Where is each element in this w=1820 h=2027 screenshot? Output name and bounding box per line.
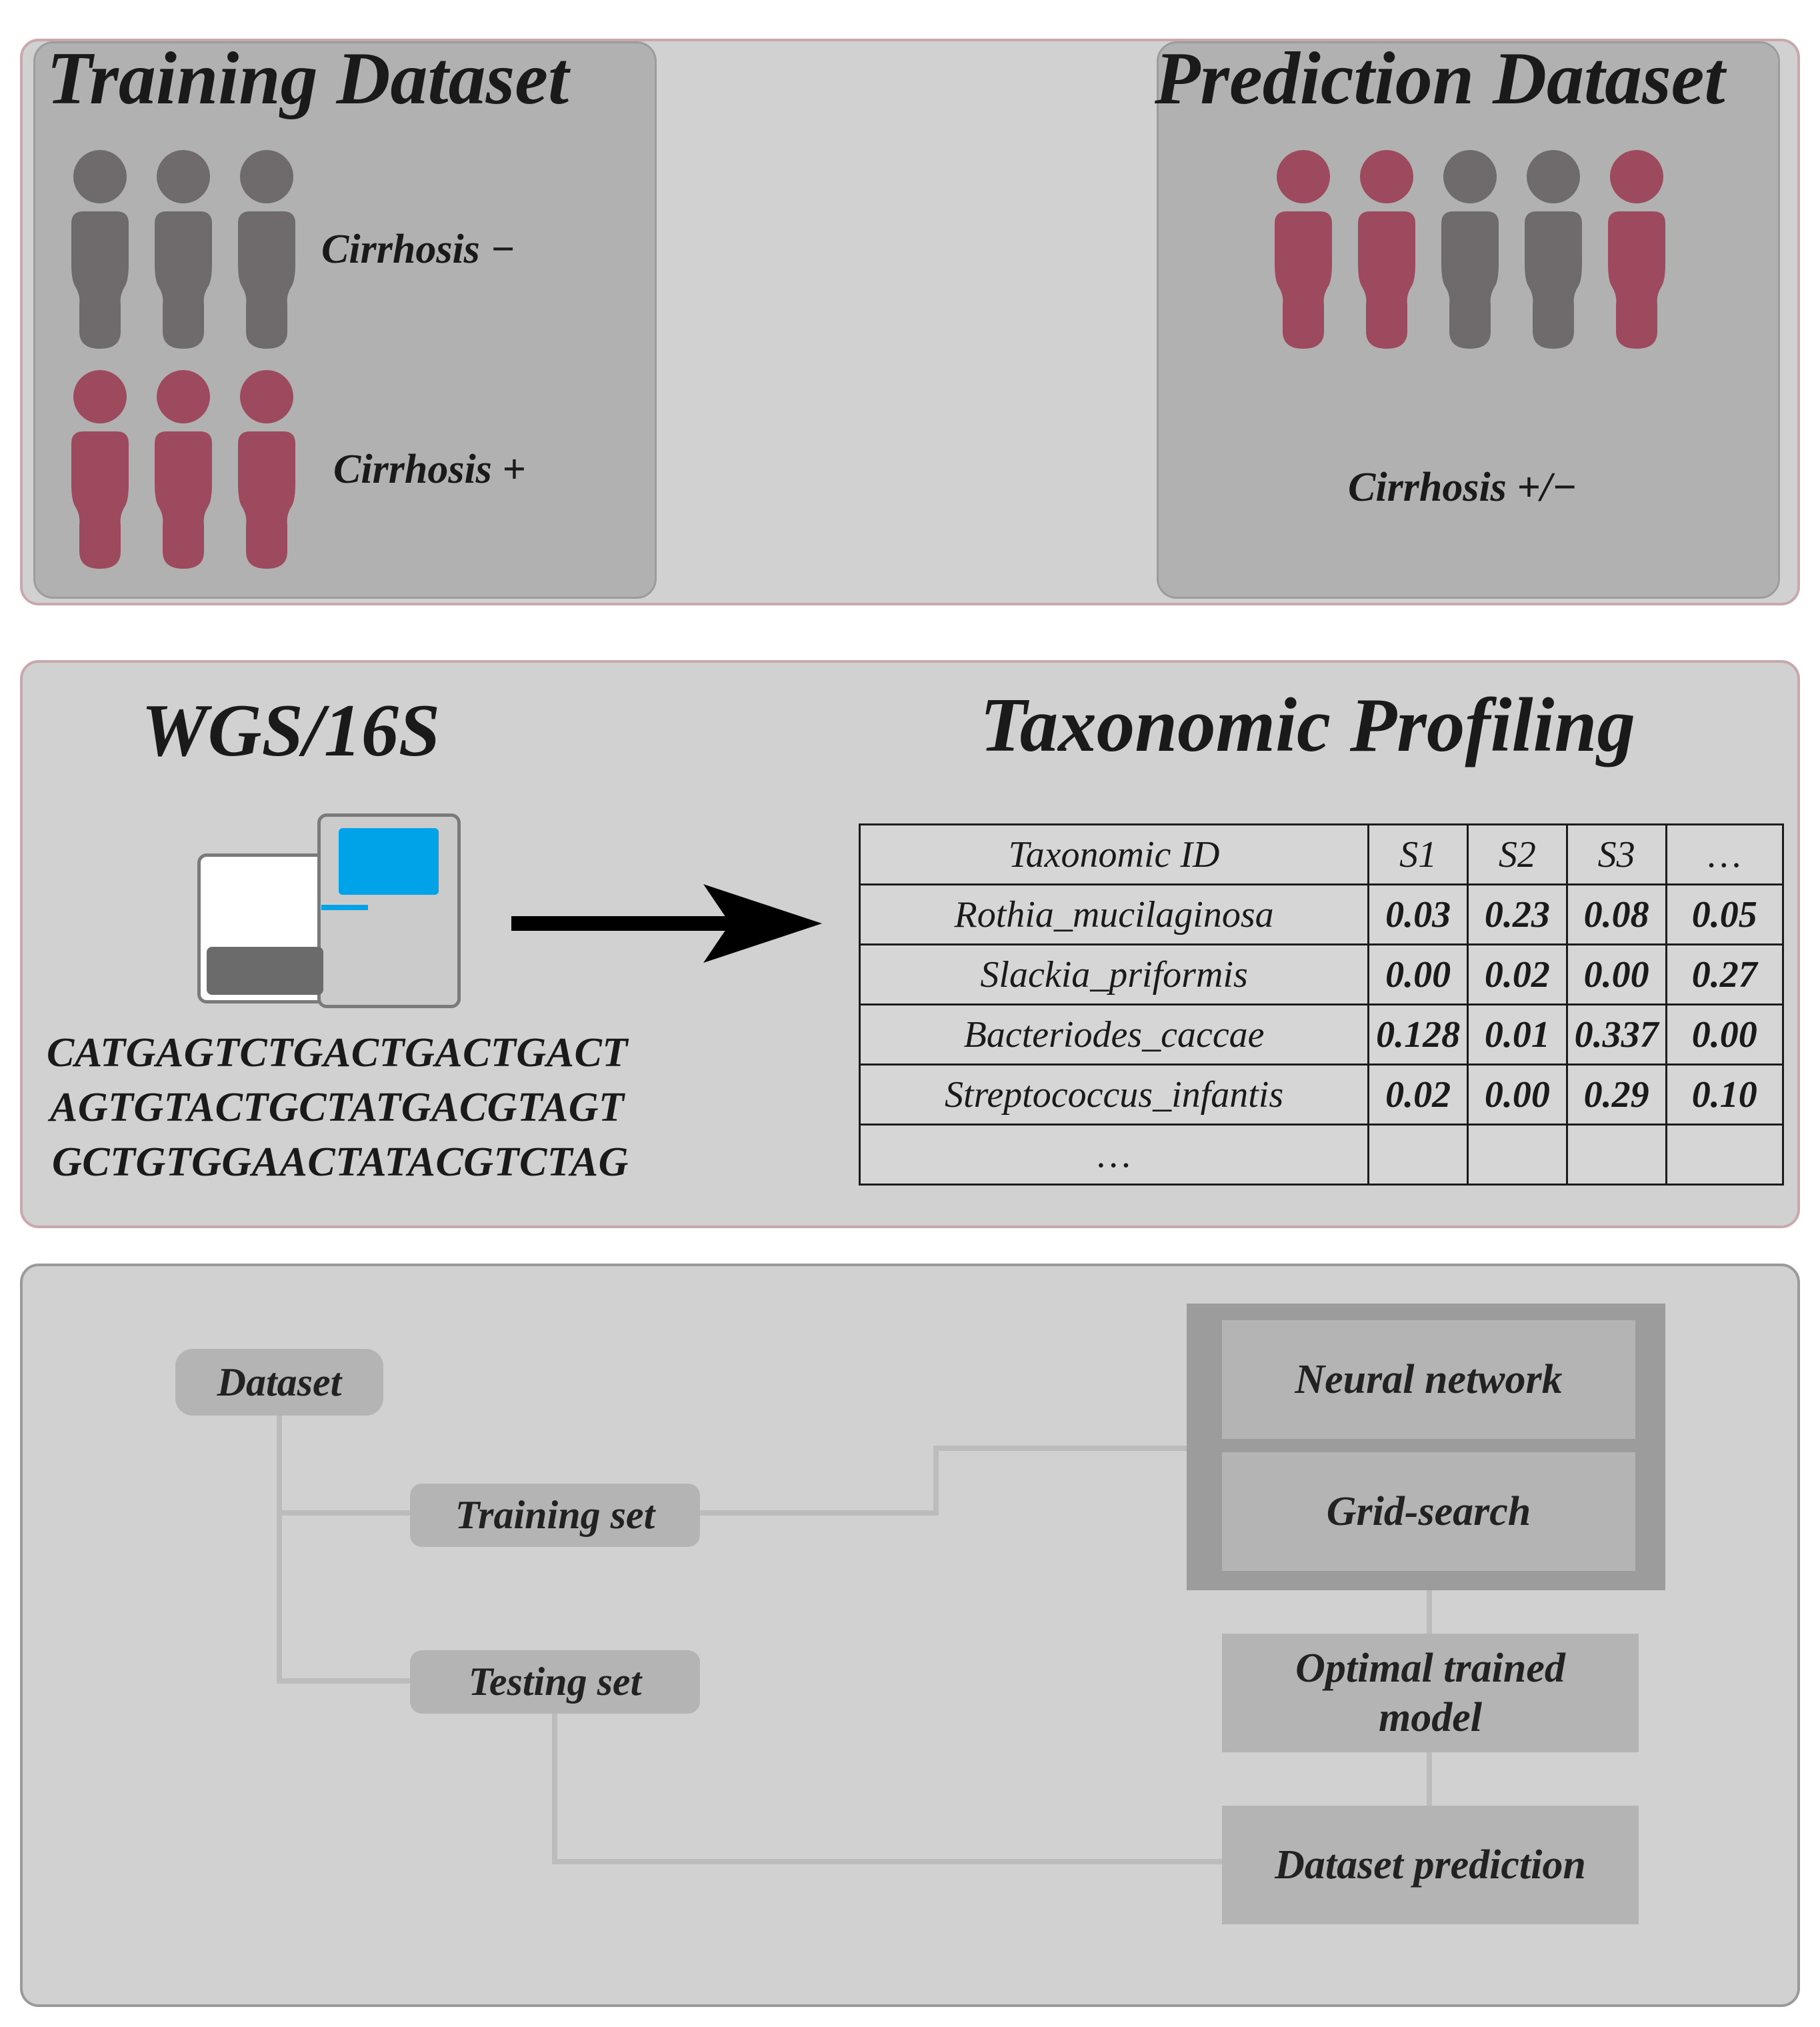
person-negative-icon <box>63 150 137 350</box>
training-dataset-panel <box>33 41 657 599</box>
abundance-cell: 0.08 <box>1565 883 1667 945</box>
person-negative-icon <box>1517 150 1590 350</box>
person-negative-icon <box>147 150 220 350</box>
table-row: … <box>858 1124 1784 1186</box>
person-positive-icon <box>147 370 220 570</box>
taxon-cell: Bacteriodes_caccae <box>858 1003 1370 1066</box>
optimal-model-node: Optimal trained model <box>1222 1634 1639 1752</box>
table-header-cell: … <box>1665 823 1784 885</box>
abundance-cell <box>1367 1124 1469 1186</box>
sequencer-icon <box>197 813 464 1010</box>
wgs-16s-title: WGS/16S <box>141 689 441 772</box>
cirrhosis-positive-label: Cirrhosis + <box>333 447 526 492</box>
person-positive-icon <box>63 370 137 570</box>
abundance-cell: 0.10 <box>1665 1064 1784 1126</box>
table-row: Streptococcus_infantis 0.02 0.00 0.29 0.… <box>858 1064 1784 1126</box>
prediction-people-group <box>1267 150 1673 350</box>
taxon-cell: Streptococcus_infantis <box>858 1064 1370 1126</box>
abundance-cell: 0.00 <box>1565 943 1667 1005</box>
abundance-cell: 0.05 <box>1665 883 1784 945</box>
table-header-cell: S2 <box>1467 823 1568 885</box>
training-set-node: Training set <box>410 1484 700 1547</box>
taxonomic-profile-table: Taxonomic ID S1 S2 S3 … Rothia_mucilagin… <box>858 823 1784 1186</box>
abundance-cell: 0.00 <box>1467 1064 1568 1126</box>
taxon-cell: … <box>858 1124 1370 1186</box>
abundance-cell: 0.23 <box>1467 883 1568 945</box>
abundance-cell: 0.00 <box>1665 1003 1784 1066</box>
connector-line <box>933 1446 939 1516</box>
neural-network-node: Neural network <box>1222 1320 1635 1439</box>
taxonomic-profiling-title: Taxonomic Profiling <box>980 683 1635 767</box>
abundance-cell: 0.337 <box>1565 1003 1667 1066</box>
connector-line <box>277 1510 410 1516</box>
table-header-cell: S3 <box>1565 823 1667 885</box>
person-positive-icon <box>1600 150 1673 350</box>
optimal-model-line2: model <box>1379 1695 1482 1740</box>
abundance-cell: 0.00 <box>1367 943 1469 1005</box>
grid-search-node: Grid-search <box>1222 1452 1635 1571</box>
training-dataset-title: Training Dataset <box>47 37 569 120</box>
positive-people-group <box>63 370 310 570</box>
table-header-cell: Taxonomic ID <box>858 823 1370 885</box>
table-header-row: Taxonomic ID S1 S2 S3 … <box>858 823 1784 885</box>
connector-line <box>933 1446 1187 1451</box>
table-row: Slackia_priformis 0.00 0.02 0.00 0.27 <box>858 943 1784 1005</box>
arrow-right-icon <box>511 884 822 963</box>
connector-line <box>1427 1584 1432 1634</box>
dna-sequence-3: GCTGTGGAACTATACGTCTAG <box>52 1140 629 1185</box>
abundance-cell: 0.27 <box>1665 943 1784 1005</box>
abundance-cell: 0.03 <box>1367 883 1469 945</box>
connector-line <box>552 1704 557 1864</box>
person-positive-icon <box>1267 150 1340 350</box>
abundance-cell: 0.128 <box>1367 1003 1469 1066</box>
abundance-cell <box>1565 1124 1667 1186</box>
connector-line <box>552 1859 1222 1864</box>
connector-line <box>277 1410 282 1684</box>
connector-line <box>1427 1747 1432 1807</box>
connector-line <box>277 1678 410 1684</box>
dataset-prediction-node: Dataset prediction <box>1222 1806 1639 1924</box>
abundance-cell: 0.02 <box>1367 1064 1469 1126</box>
dna-sequence-1: CATGAGTCTGACTGACTGACT <box>47 1030 628 1076</box>
abundance-cell: 0.29 <box>1565 1064 1667 1126</box>
table-row: Rothia_mucilaginosa 0.03 0.23 0.08 0.05 <box>858 883 1784 945</box>
table-header-cell: S1 <box>1367 823 1469 885</box>
cirrhosis-negative-label: Cirrhosis − <box>321 227 515 272</box>
dataset-node: Dataset <box>175 1349 383 1416</box>
person-positive-icon <box>230 370 303 570</box>
prediction-dataset-title: Prediction Dataset <box>1155 37 1725 120</box>
abundance-cell <box>1665 1124 1784 1186</box>
connector-line <box>697 1510 937 1516</box>
negative-people-group <box>63 150 310 350</box>
abundance-cell: 0.01 <box>1467 1003 1568 1066</box>
taxon-cell: Slackia_priformis <box>858 943 1370 1005</box>
person-positive-icon <box>1350 150 1423 350</box>
abundance-cell <box>1467 1124 1568 1186</box>
person-negative-icon <box>1433 150 1507 350</box>
table-row: Bacteriodes_caccae 0.128 0.01 0.337 0.00 <box>858 1003 1784 1066</box>
testing-set-node: Testing set <box>410 1650 700 1714</box>
person-negative-icon <box>230 150 303 350</box>
cirrhosis-mixed-label: Cirrhosis +/− <box>1348 465 1577 510</box>
dna-sequence-2: AGTGTACTGCTATGACGTAGT <box>50 1085 625 1130</box>
abundance-cell: 0.02 <box>1467 943 1568 1005</box>
taxon-cell: Rothia_mucilaginosa <box>858 883 1370 945</box>
optimal-model-line1: Optimal trained <box>1295 1645 1565 1691</box>
